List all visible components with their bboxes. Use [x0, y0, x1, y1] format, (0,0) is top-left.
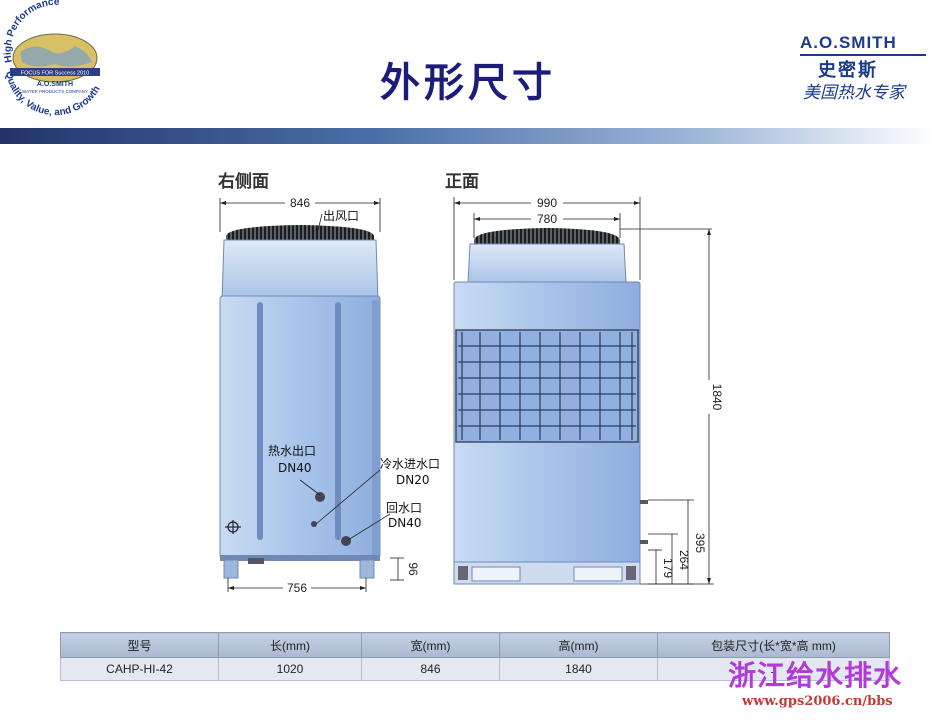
spec-cell-width: 846	[361, 657, 500, 681]
callout-cold-inlet-size: DN20	[396, 473, 430, 487]
side-view-label: 右侧面	[218, 172, 269, 192]
page-title: 外形尺寸	[380, 59, 556, 106]
dim-front-height-total: 1840	[710, 384, 724, 411]
brand-slogan: 美国热水专家	[803, 83, 905, 103]
brand-divider	[800, 54, 926, 56]
dim-side-width-bottom: 756	[287, 581, 307, 595]
table-row: CAHP-HI-42 1020 846 1840 1	[60, 657, 890, 681]
watermark-cn: 浙江给水排水	[728, 659, 903, 692]
front-view-label: 正面	[445, 172, 479, 192]
spec-cell-height: 1840	[499, 657, 658, 681]
watermark-url: www.gps2006.cn/bbs	[742, 694, 893, 709]
dim-front-height-395: 395	[693, 533, 707, 553]
spec-header-width: 宽(mm)	[361, 632, 500, 658]
brand-name-en: A.O.SMITH	[800, 33, 897, 52]
callout-hot-water-outlet-size: DN40	[278, 461, 312, 475]
dim-side-foot-height: 96	[406, 562, 420, 576]
spec-header-package: 包装尺寸(长*宽*高 mm)	[657, 632, 890, 658]
spec-header-length: 长(mm)	[218, 632, 362, 658]
dim-front-width-inner: 780	[537, 212, 557, 226]
front-grille	[458, 332, 636, 440]
spec-cell-length: 1020	[218, 657, 362, 681]
spec-table-header-row: 型号 长(mm) 宽(mm) 高(mm) 包装尺寸(长*宽*高 mm)	[60, 632, 890, 658]
logo-brand-small: A.O.SMITH	[37, 81, 73, 88]
dim-side-width-top: 846	[290, 196, 310, 210]
front-view-unit	[453, 228, 648, 585]
dim-front-height-179: 179	[661, 558, 675, 578]
logo-brand-sub: WATER PRODUCTS COMPANY	[22, 89, 88, 94]
dim-front-width-outer: 990	[537, 196, 557, 210]
brand-name-cn: 史密斯	[818, 60, 878, 81]
dim-front-height-264: 264	[677, 550, 691, 570]
header-band	[0, 128, 936, 144]
spec-cell-package: 1	[657, 657, 890, 681]
spec-header-model: 型号	[60, 632, 219, 658]
callout-air-outlet: 出风口	[323, 209, 359, 223]
spec-table: 型号 长(mm) 宽(mm) 高(mm) 包装尺寸(长*宽*高 mm) CAHP…	[60, 632, 890, 681]
callout-return-size: DN40	[388, 516, 422, 530]
callout-cold-inlet: 冷水进水口	[380, 457, 440, 471]
company-logo-left: High Performance FOCUS FOR Success 2010 …	[0, 0, 115, 125]
callout-hot-water-outlet: 热水出口	[268, 444, 316, 458]
side-view-unit	[219, 225, 381, 579]
spec-header-height: 高(mm)	[499, 632, 658, 658]
logo-banner-text: FOCUS FOR Success 2010	[21, 71, 89, 77]
callout-return: 回水口	[386, 501, 422, 515]
spec-cell-model: CAHP-HI-42	[60, 657, 219, 681]
